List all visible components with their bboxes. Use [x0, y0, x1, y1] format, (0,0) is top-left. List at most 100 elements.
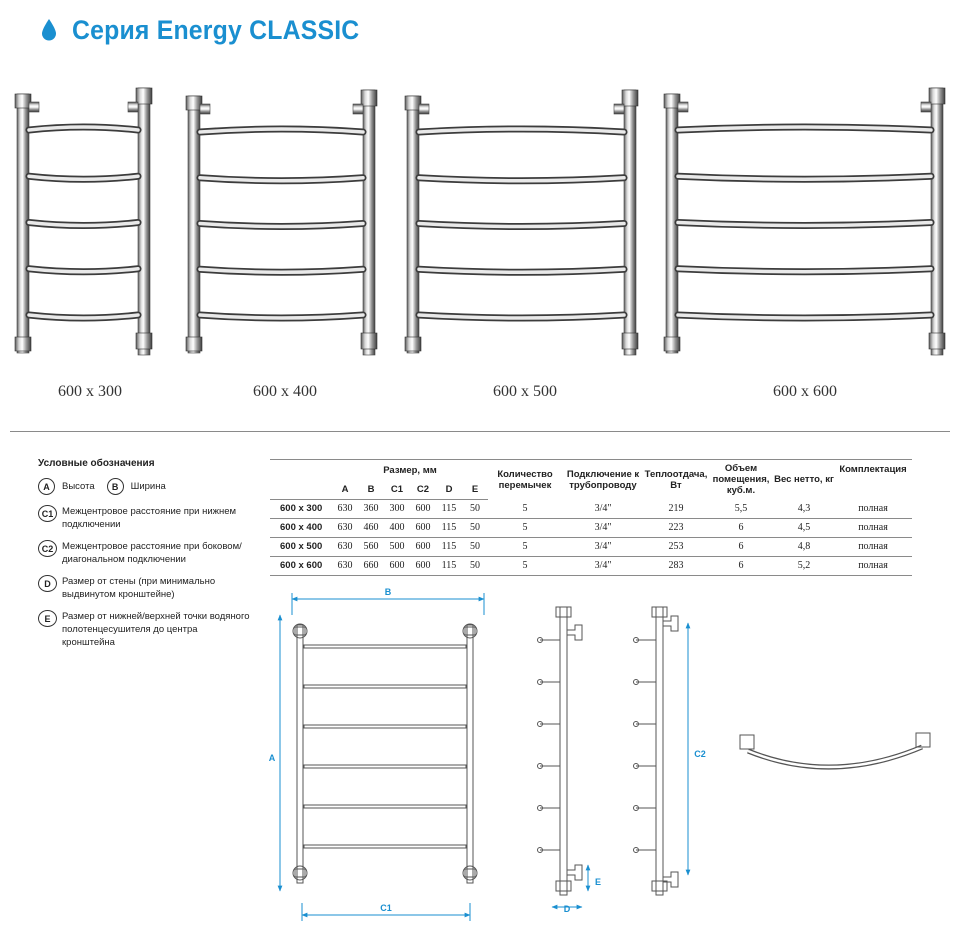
- rung-highlight: [417, 267, 626, 274]
- dimension-label-c2: C2: [694, 749, 706, 759]
- legend-ab-row: A Высота B Ширина: [38, 478, 268, 495]
- dimension-label-d: D: [564, 904, 571, 914]
- bracket: [677, 101, 689, 113]
- pipe-cap: [651, 606, 668, 618]
- table-row: 600 x 400 630 460 400 600 115 50 5 3/4" …: [270, 518, 912, 538]
- rung-highlight: [676, 125, 933, 132]
- pipe-fitting: [135, 332, 153, 350]
- legend-item: E Размер от нижней/верхней точки водяног…: [38, 610, 268, 649]
- left-pipe: [296, 624, 304, 884]
- cell-weight: 4,8: [774, 537, 834, 557]
- side-pipe: [655, 606, 664, 896]
- pipe-fitting: [928, 332, 946, 350]
- pipe-cap: [555, 880, 572, 892]
- pipe-fitting: [404, 95, 422, 111]
- cell-b: 460: [358, 518, 384, 538]
- dimension-label-c1: C1: [380, 903, 392, 913]
- cell-d: 115: [436, 556, 462, 576]
- rung-highlight: [676, 174, 933, 181]
- rung-highlight: [676, 220, 933, 228]
- pipe-fitting: [621, 332, 639, 350]
- pipe-cap: [555, 606, 572, 618]
- cell-d: 115: [436, 499, 462, 519]
- cell-volume: 6: [708, 518, 774, 538]
- rung-end: [537, 721, 543, 727]
- pipe-fitting: [621, 89, 639, 107]
- cell-e: 50: [462, 518, 488, 538]
- rung-end: [633, 805, 639, 811]
- pipe-fitting: [928, 87, 946, 105]
- technical-drawings: B A C1 D E C2: [269, 587, 931, 921]
- cell-a: 630: [332, 537, 358, 557]
- towel-warmer-image: [14, 87, 153, 356]
- table-row: 600 x 300 630 360 300 600 115 50 5 3/4" …: [270, 499, 912, 519]
- pipe-fitting: [185, 95, 203, 111]
- legend-text: Размер от нижней/верхней точки водяного …: [62, 611, 250, 648]
- cell-connection: 3/4": [562, 518, 644, 538]
- cell-heat: 223: [644, 518, 708, 538]
- cell-c2: 600: [410, 518, 436, 538]
- bracket: [915, 732, 931, 748]
- cell-c1: 400: [384, 518, 410, 538]
- dimension-label-a: A: [269, 753, 276, 763]
- wall-bracket: [662, 615, 679, 632]
- bracket-circle: [462, 865, 478, 881]
- rung-end: [633, 679, 639, 685]
- legend-item: C1 Межцентровое расстояние при нижнем по…: [38, 505, 268, 531]
- legend-badge: D: [38, 575, 57, 592]
- rung-highlight: [27, 174, 140, 181]
- rung-highlight: [27, 267, 140, 274]
- rung-highlight: [198, 127, 365, 134]
- bracket: [464, 626, 476, 636]
- bracket: [127, 101, 139, 113]
- subheader-c2: C2: [410, 480, 436, 500]
- bracket: [920, 101, 932, 113]
- subheader-c1: C1: [384, 480, 410, 500]
- rung-end: [633, 763, 639, 769]
- bracket: [613, 103, 625, 115]
- rung: [303, 644, 467, 649]
- rung-highlight: [198, 176, 365, 183]
- product-size-label: 600 x 300: [58, 383, 122, 400]
- cell-c2: 600: [410, 556, 436, 576]
- bracket: [418, 103, 430, 115]
- rung-highlight: [198, 267, 365, 274]
- dimension-label-e: E: [595, 877, 601, 887]
- bracket: [294, 626, 306, 636]
- bracket-circle: [292, 623, 308, 639]
- legend-badge: C1: [38, 505, 57, 522]
- cell-heat: 283: [644, 556, 708, 576]
- water-drop-icon: [42, 19, 56, 41]
- dimension-labels: B A C1 D E C2: [269, 587, 706, 914]
- cell-b: 560: [358, 537, 384, 557]
- curved-rung-highlight: [747, 745, 923, 769]
- rung-end: [633, 721, 639, 727]
- cell-a: 630: [332, 518, 358, 538]
- cell-connection: 3/4": [562, 499, 644, 519]
- legend-text: Межцентровое расстояние при нижнем подкл…: [62, 506, 237, 530]
- bracket: [464, 868, 476, 878]
- cell-heat: 219: [644, 499, 708, 519]
- legend-badge: C2: [38, 540, 57, 557]
- legend-item: C2 Межцентровое расстояние при боковом/д…: [38, 540, 268, 566]
- rung-highlight: [198, 221, 365, 229]
- dimension-label-b: B: [385, 587, 392, 597]
- dimension-lines: [277, 593, 691, 921]
- cell-bridges: 5: [488, 556, 562, 576]
- front-view-drawing: [292, 623, 478, 884]
- rung: [303, 684, 467, 689]
- table-row: 600 x 600 630 660 600 600 115 50 5 3/4" …: [270, 556, 912, 576]
- rung-end: [537, 805, 543, 811]
- product-size-label: 600 x 600: [773, 383, 837, 400]
- header-size: Размер, мм: [332, 459, 488, 481]
- legend: Условные обозначения A Высота B Ширина C…: [38, 458, 268, 658]
- legend-label-a: Высота: [62, 481, 95, 492]
- cell-kit: полная: [834, 556, 912, 576]
- rung-highlight: [417, 176, 626, 183]
- rung-end: [537, 763, 543, 769]
- header-kit: Комплектация: [834, 459, 912, 499]
- page-title-row: Серия Energy CLASSIC: [40, 12, 384, 48]
- cell-weight: 4,3: [774, 499, 834, 519]
- cell-a: 630: [332, 499, 358, 519]
- product-size-label: 600 x 500: [493, 383, 557, 400]
